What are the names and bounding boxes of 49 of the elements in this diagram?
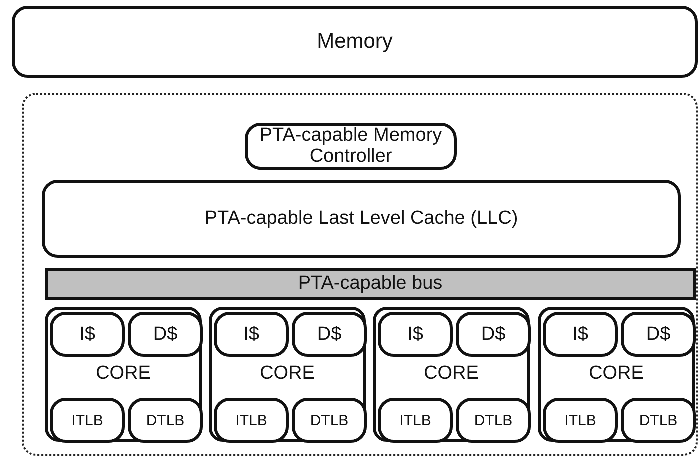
bus-label: PTA-capable bus [297, 273, 444, 295]
component-box [378, 398, 453, 443]
component-label: ITLB [398, 412, 432, 430]
core-label: CORE [259, 363, 316, 385]
component-label: ITLB [564, 412, 598, 430]
component-label: DTLB [473, 412, 514, 430]
core-label: CORE [588, 363, 645, 385]
component-box [12, 6, 698, 78]
component-label: D$ [152, 324, 179, 346]
component-label: PTA-capable Last Level Cache (LLC) [204, 208, 520, 230]
core-box [45, 307, 202, 442]
component-box [245, 123, 457, 170]
component-box [50, 312, 125, 357]
core-label: CORE [95, 363, 152, 385]
component-box [378, 312, 453, 357]
component-label: D$ [480, 324, 507, 346]
chip-boundary [22, 93, 698, 456]
bus-bar [45, 268, 696, 300]
component-box [621, 312, 696, 357]
component-label: D$ [316, 324, 343, 346]
component-label: I$ [78, 324, 96, 346]
component-box [128, 312, 203, 357]
component-label: Memory [316, 30, 394, 54]
component-label: D$ [645, 324, 672, 346]
component-label: ITLB [70, 412, 104, 430]
core-box [209, 307, 366, 442]
component-label: I$ [572, 324, 590, 346]
component-box [543, 312, 618, 357]
component-label: DTLB [145, 412, 186, 430]
component-box [456, 312, 531, 357]
component-box [214, 398, 289, 443]
component-box [50, 398, 125, 443]
core-box [538, 307, 695, 442]
component-box [128, 398, 203, 443]
component-label: I$ [242, 324, 260, 346]
component-box [214, 312, 289, 357]
component-box [292, 312, 367, 357]
core-label: CORE [423, 363, 480, 385]
component-label: I$ [406, 324, 424, 346]
component-label: DTLB [309, 412, 350, 430]
component-box [621, 398, 696, 443]
core-box [373, 307, 530, 442]
component-label: ITLB [234, 412, 268, 430]
component-box [42, 180, 681, 258]
component-box [292, 398, 367, 443]
component-box [456, 398, 531, 443]
component-box [543, 398, 618, 443]
component-label: PTA-capable Memory Controller [258, 124, 444, 168]
component-label: DTLB [638, 412, 679, 430]
